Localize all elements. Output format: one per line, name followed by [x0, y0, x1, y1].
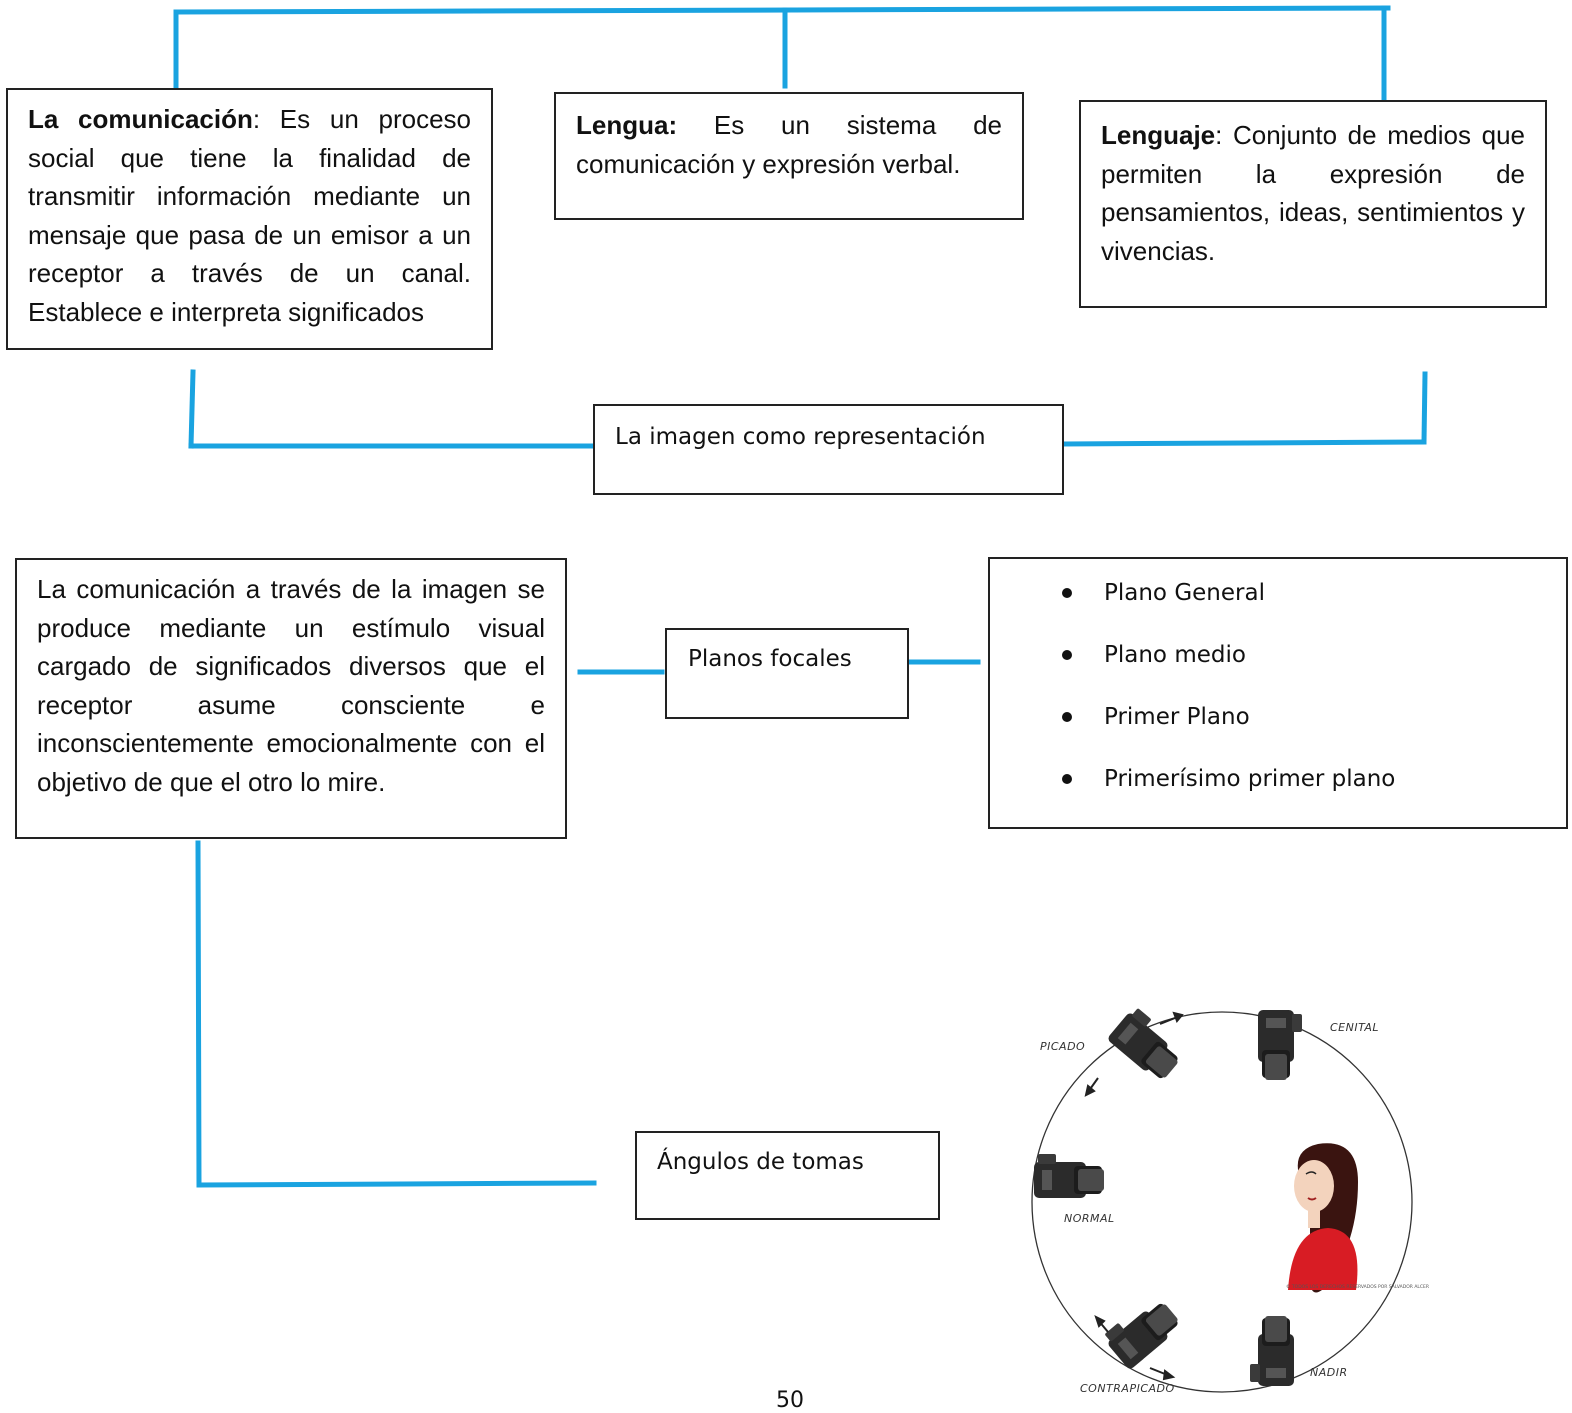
cenital-label: CENITAL [1330, 1021, 1379, 1034]
comunicacion-imagen-box: La comunicación a través de la imagen se… [15, 558, 567, 839]
list-item: Plano medio [990, 638, 1566, 700]
camera-nadir-icon [1250, 1316, 1294, 1386]
planos-list-box: Plano General Plano medio Primer Plano P… [988, 557, 1568, 829]
bullet-icon [1062, 650, 1072, 660]
planos-focales-label: Planos focales [688, 646, 852, 672]
camera-normal-icon [1034, 1154, 1104, 1198]
comunicacion-term: La comunicación [28, 104, 253, 134]
planos-focales-box: Planos focales [665, 628, 909, 719]
orbit-circle [1031, 1011, 1413, 1393]
lenguaje-box: Lenguaje: Conjunto de medios que permite… [1079, 100, 1547, 308]
arrow-icons [1084, 1011, 1184, 1381]
to-angulos-line [196, 1180, 597, 1188]
plano-label: Plano General [1104, 580, 1265, 606]
camera-angles-figure: PICADO CENITAL NORMAL CONTRAPICADO NADIR… [1031, 1005, 1429, 1395]
lengua-definition: Es un sistema de comunicación y expresió… [576, 110, 1002, 179]
comunicacion-definition: : Es un proceso social que tiene la fina… [28, 104, 471, 327]
comunicacion-text: La comunicación: Es un proceso social qu… [28, 100, 471, 331]
nadir-label: NADIR [1310, 1366, 1348, 1379]
imagen-down-line [195, 840, 202, 1188]
center-to-right-line [1061, 439, 1427, 447]
imagen-representacion-box: La imagen como representación [593, 404, 1064, 495]
plano-label: Primerísimo primer plano [1104, 766, 1396, 792]
list-item: Primer Plano [990, 700, 1566, 762]
bullet-icon [1062, 588, 1072, 598]
lenguaje-term: Lenguaje [1101, 120, 1216, 150]
copyright-text: © TODOS LOS DERECHOS RESERVADOS POR SALV… [1286, 1283, 1429, 1290]
comunicacion-box: La comunicación: Es un proceso social qu… [6, 88, 493, 350]
bullet-icon [1062, 712, 1072, 722]
plano-label: Plano medio [1104, 642, 1246, 668]
contrapicado-label: CONTRAPICADO [1080, 1382, 1175, 1395]
top-horizontal-line [173, 5, 1391, 15]
bullet-icon [1062, 774, 1072, 784]
picado-label: PICADO [1040, 1040, 1085, 1053]
normal-label: NORMAL [1064, 1212, 1115, 1225]
left-lower-drop [188, 369, 196, 449]
comunicacion-imagen-text: La comunicación a través de la imagen se… [37, 574, 545, 797]
woman-figure-icon [1288, 1143, 1358, 1293]
right-lower-drop [1421, 371, 1428, 445]
imagen-representacion-label: La imagen como representación [615, 424, 986, 450]
page-number: 50 [776, 1388, 804, 1413]
camera-cenital-icon [1258, 1010, 1302, 1080]
lengua-box: Lengua: Es un sistema de comunicación y … [554, 92, 1024, 220]
lengua-text: Lengua: Es un sistema de comunicación y … [576, 106, 1002, 183]
list-item: Plano General [990, 576, 1566, 638]
lenguaje-text: Lenguaje: Conjunto de medios que permite… [1101, 116, 1525, 270]
lenguaje-definition: : Conjunto de medios que permiten la exp… [1101, 120, 1525, 266]
lengua-term: Lengua: [576, 110, 678, 140]
angulos-tomas-label: Ángulos de tomas [657, 1149, 864, 1175]
planos-list: Plano General Plano medio Primer Plano P… [990, 576, 1566, 824]
angulos-tomas-box: Ángulos de tomas [635, 1131, 940, 1220]
plano-label: Primer Plano [1104, 704, 1250, 730]
list-item: Primerísimo primer plano [990, 762, 1566, 824]
